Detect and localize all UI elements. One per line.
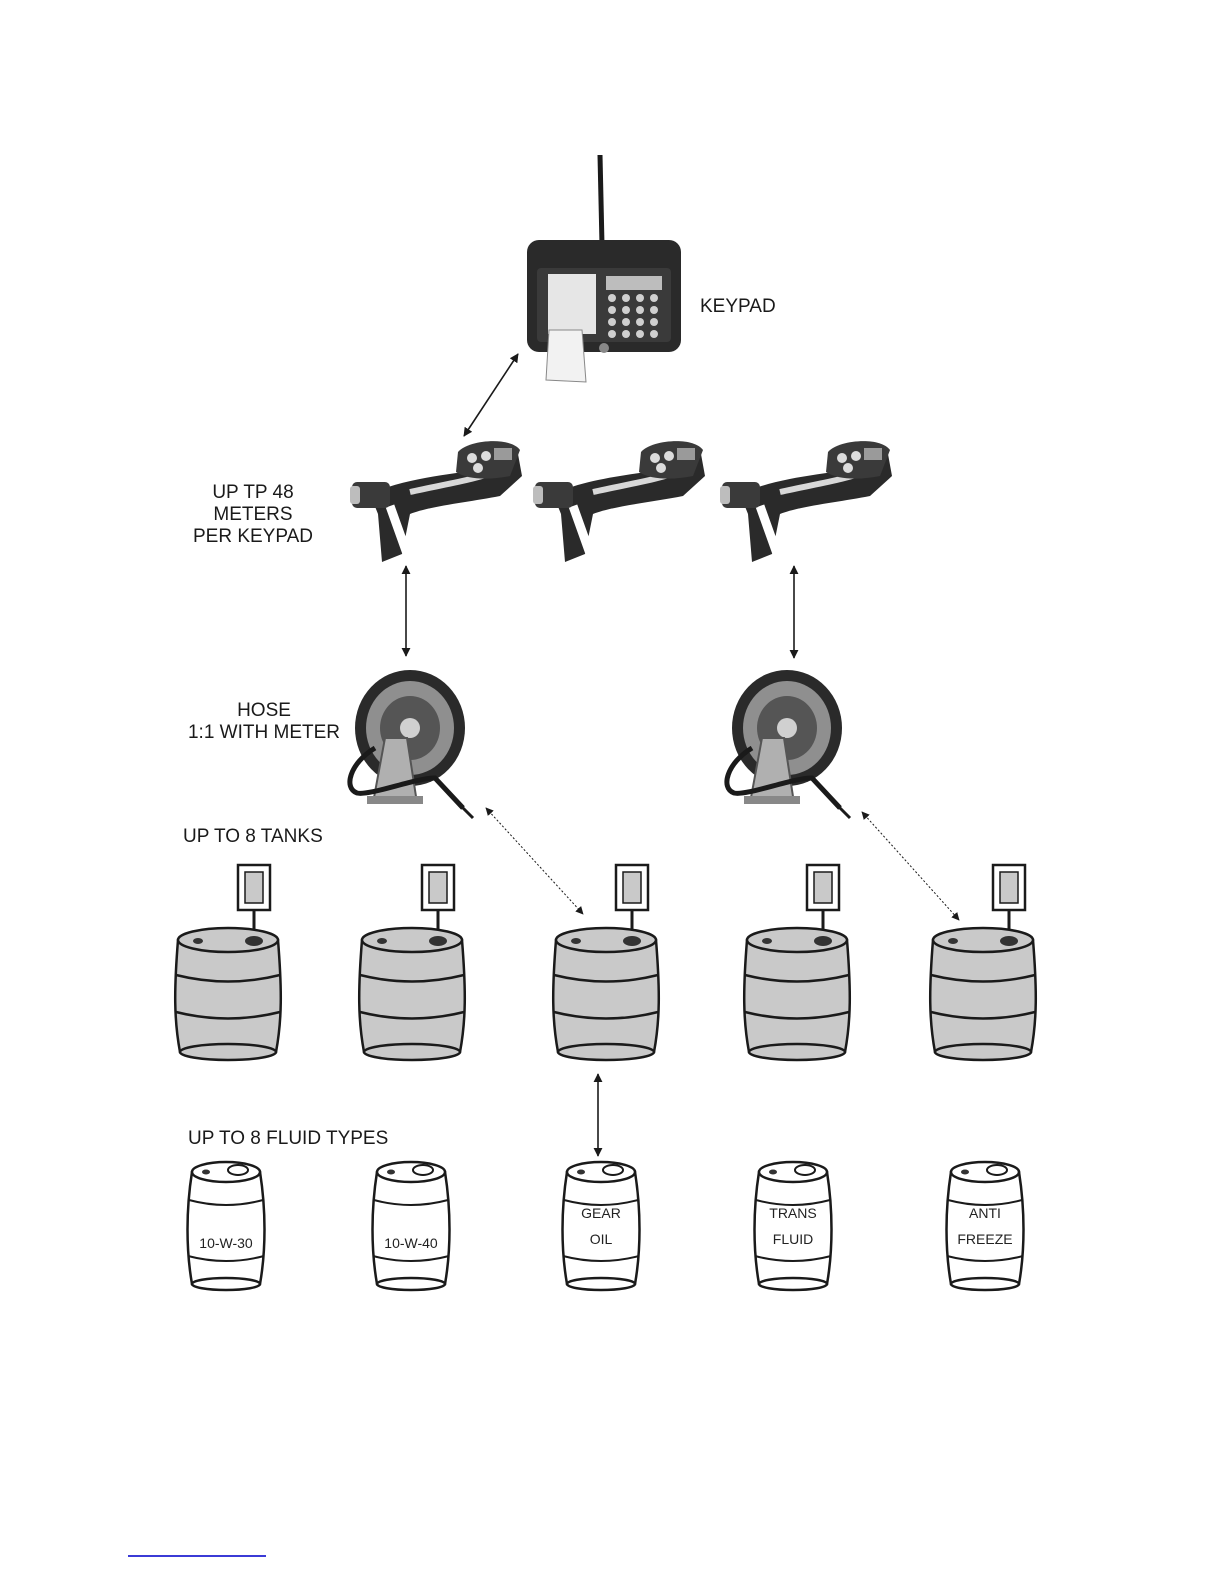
meter-device	[350, 441, 522, 562]
fluid-drum	[947, 1162, 1024, 1290]
hose-label: HOSE 1:1 WITH METER	[188, 700, 340, 743]
fluid-drum	[188, 1162, 265, 1290]
meters-label-line-1: UP TP 48	[212, 482, 293, 503]
storage-tank	[930, 865, 1036, 1060]
fluid-drum-label: FLUID	[773, 1231, 813, 1247]
fluid-drum-label: TRANS	[769, 1205, 816, 1221]
fluid-drum	[563, 1162, 640, 1290]
fluid-drum-label: FREEZE	[957, 1231, 1012, 1247]
meters-row	[350, 441, 892, 562]
arrow-keypad-meter	[464, 354, 518, 436]
fluid-drum-label: 10-W-40	[384, 1235, 438, 1251]
footer-link-underline[interactable]	[128, 1555, 266, 1557]
hose-label-line-1: HOSE	[237, 700, 291, 721]
hose-reel	[350, 670, 473, 818]
storage-tank	[553, 865, 659, 1060]
tanks-row	[175, 865, 1036, 1060]
meters-label-line-2: METERS	[213, 504, 292, 525]
keypad-device	[527, 155, 681, 382]
meters-label: UP TP 48 METERS PER KEYPAD	[193, 482, 313, 547]
hose-reels-row	[350, 670, 850, 818]
storage-tank	[175, 865, 281, 1060]
hose-reel	[727, 670, 850, 818]
fluid-drum-label: ANTI	[969, 1205, 1001, 1221]
fluid-drum	[755, 1162, 832, 1290]
meter-device	[720, 441, 892, 562]
fluid-drums-row	[188, 1162, 1024, 1290]
arrow-hose-tank-left	[486, 808, 583, 914]
fluid-drum-label: GEAR	[581, 1205, 621, 1221]
fluid-drum-label: OIL	[590, 1231, 613, 1247]
tanks-label: UP TO 8 TANKS	[183, 826, 323, 847]
meter-device	[533, 441, 705, 562]
arrow-hose-tank-right	[862, 812, 959, 920]
storage-tank	[744, 865, 850, 1060]
fluids-label: UP TO 8 FLUID TYPES	[188, 1128, 388, 1149]
hose-label-line-2: 1:1 WITH METER	[188, 722, 340, 743]
storage-tank	[359, 865, 465, 1060]
meters-label-line-3: PER KEYPAD	[193, 526, 313, 547]
fluid-drum-label: 10-W-30	[199, 1235, 253, 1251]
fluid-drum	[373, 1162, 450, 1290]
keypad-label: KEYPAD	[700, 296, 776, 317]
